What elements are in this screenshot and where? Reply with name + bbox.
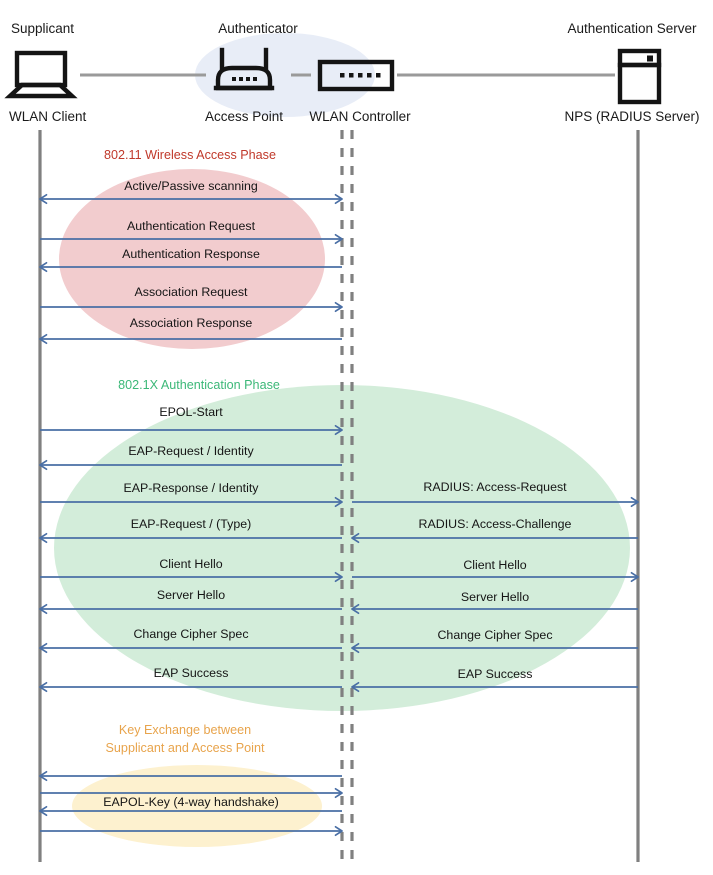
message-label: EAP-Request / (Type) [131,517,252,531]
message-arrow: Client Hello [352,558,639,583]
message-arrow: Change Cipher Spec [351,628,638,654]
message-arrow: EAPOL-Key (4-way handshake) [40,787,343,809]
message-arrow: EAP Success [351,667,638,693]
message-label: EAP Success [154,666,229,680]
message-arrow: Client Hello [40,557,343,583]
message-label: Server Hello [157,588,225,602]
message-label: Authentication Response [122,247,260,261]
message-arrow [39,770,342,782]
message-label: Server Hello [461,590,529,604]
message-arrow: EAP-Request / (Type) [39,517,342,544]
authenticator-group-blob [195,33,375,117]
message-arrow: Server Hello [351,590,638,615]
actor-role-authenticator: Authenticator [218,21,298,36]
laptop-icon [4,50,78,99]
message-label: EAP-Request / Identity [128,444,254,458]
actor-name-wlan-controller: WLAN Controller [309,109,411,124]
phase-80211-ellipse [59,169,325,349]
message-arrow: Active/Passive scanning [39,179,343,205]
message-label: EAPOL-Key (4-way handshake) [103,795,279,809]
actor-name-nps-radius-server: NPS (RADIUS Server) [564,109,699,124]
phase-keyexchange-ellipse [72,765,322,847]
message-label: Change Cipher Spec [437,628,552,642]
message-label: Client Hello [463,558,526,572]
message-arrow: EAP Success [39,666,342,693]
message-label: Authentication Request [127,219,256,233]
message-arrow: EAP-Response / Identity [40,481,343,508]
actor-name-access-point: Access Point [205,109,283,124]
phase-label-80211: 802.11 Wireless Access Phase [104,148,276,162]
message-arrow: Authentication Response [39,247,342,273]
message-label: RADIUS: Access-Request [423,480,567,494]
message-label: EPOL-Start [159,405,223,419]
message-label: Association Response [130,316,253,330]
wlan-controller-icon [317,59,395,92]
message-arrow: EAP-Request / Identity [39,444,342,471]
message-arrow [40,825,343,837]
message-arrow: EPOL-Start [40,405,343,436]
message-label: RADIUS: Access-Challenge [419,517,572,531]
actor-role-authentication-server: Authentication Server [567,21,697,36]
message-label: Active/Passive scanning [124,179,258,193]
message-arrow: Change Cipher Spec [39,627,342,654]
message-label: Client Hello [159,557,222,571]
message-label: EAP Success [458,667,533,681]
message-arrow: Server Hello [39,588,342,615]
phase-label-keyexchange-line2: Supplicant and Access Point [106,741,265,755]
server-icon [617,48,662,105]
phase-label-keyexchange-line1: Key Exchange between [119,723,251,737]
message-arrow: RADIUS: Access-Request [352,480,639,508]
actor-role-supplicant: Supplicant [11,21,74,36]
message-arrow: RADIUS: Access-Challenge [351,517,638,544]
message-label: Change Cipher Spec [133,627,248,641]
message-arrow: Authentication Request [40,219,343,245]
message-arrow [39,805,342,817]
message-arrow: Association Request [40,285,343,313]
actor-labels: Supplicant WLAN Client Authenticator Acc… [9,21,700,124]
message-label: EAP-Response / Identity [124,481,260,495]
message-label: Association Request [135,285,249,299]
message-arrow: Association Response [39,316,342,345]
actor-name-wlan-client: WLAN Client [9,109,87,124]
phase-label-8021x: 802.1X Authentication Phase [118,378,280,392]
access-point-icon [213,47,275,91]
lifelines [38,130,640,862]
